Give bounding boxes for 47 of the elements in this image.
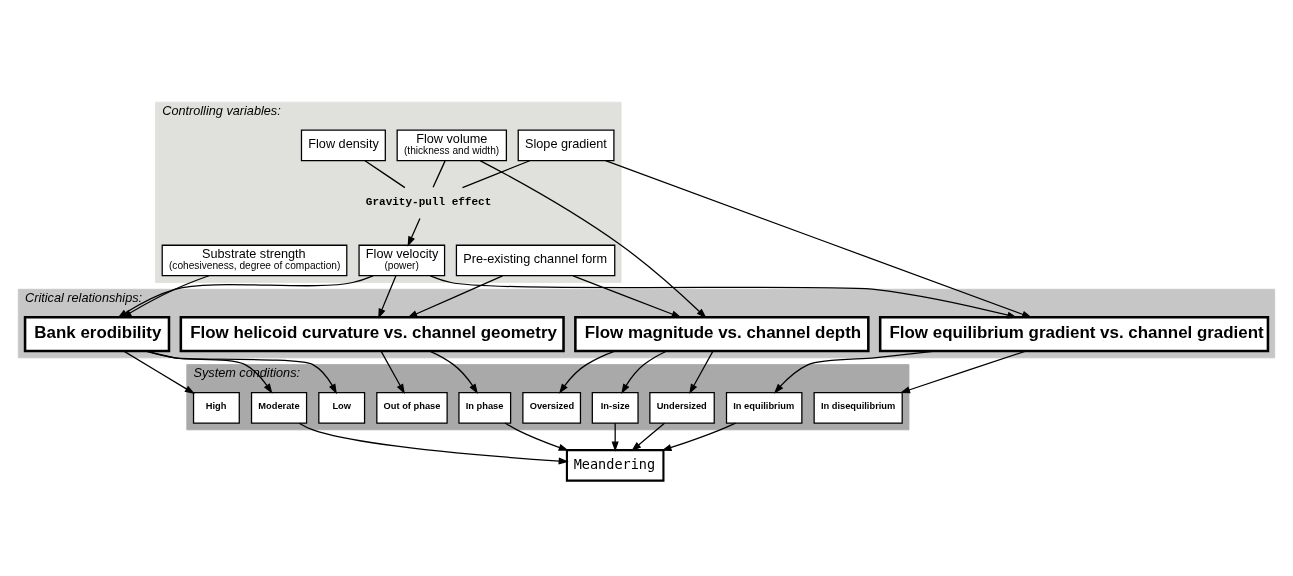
node-box: Low [318, 391, 366, 424]
node-box: Substrate strength (cohesiveness, degree of compaction) [161, 244, 348, 277]
node-box: Undersized [649, 391, 715, 424]
arrow [611, 422, 619, 452]
arrow [407, 275, 504, 318]
arrow [572, 275, 682, 318]
arrow [407, 217, 421, 247]
node-box: Pre-existing channel form [455, 244, 616, 277]
arrow [504, 422, 569, 451]
node-box: Oversized [522, 391, 582, 424]
arrow [479, 159, 707, 319]
arrow [146, 350, 273, 394]
node-box: High [192, 391, 240, 424]
node-box: Flow volume (thickness and width) [396, 129, 507, 162]
node-box: Flow density [300, 129, 386, 162]
arrow [621, 350, 667, 394]
node-box: Slope gradient [517, 129, 615, 162]
node-box: Meandering [565, 449, 665, 482]
node-box: In phase [458, 391, 512, 424]
arrow [631, 422, 666, 452]
arrow [661, 422, 737, 451]
node-box: Flow velocity (power) [358, 244, 446, 277]
arrow [559, 350, 616, 394]
arrow [773, 350, 936, 394]
connector [364, 160, 406, 189]
connector [461, 160, 531, 189]
node-box: Flow magnitude vs. channel depth [574, 315, 870, 353]
arrow [145, 350, 337, 395]
node-box: Flow equilibrium gradient vs. channel gradient [878, 315, 1270, 353]
node-box: In-size [591, 391, 639, 424]
arrow [298, 422, 569, 465]
arrow [429, 275, 1018, 319]
node-box: Out of phase [376, 391, 448, 424]
arrow [378, 275, 397, 319]
connector [432, 160, 446, 188]
arrow [380, 350, 405, 395]
node-text: Gravity-pull effect [365, 195, 492, 208]
arrow [899, 350, 1027, 394]
arrow [604, 160, 1033, 318]
arrow [429, 350, 478, 394]
node-box: Bank erodibility [23, 315, 171, 353]
arrow [689, 350, 714, 395]
node-box: In equilibrium [725, 391, 803, 424]
node-box: In disequilibrium [813, 391, 903, 424]
arrow [123, 350, 195, 395]
node-box: Moderate [250, 391, 308, 424]
node-box: Flow helicoid curvature vs. channel geometry [179, 315, 565, 353]
